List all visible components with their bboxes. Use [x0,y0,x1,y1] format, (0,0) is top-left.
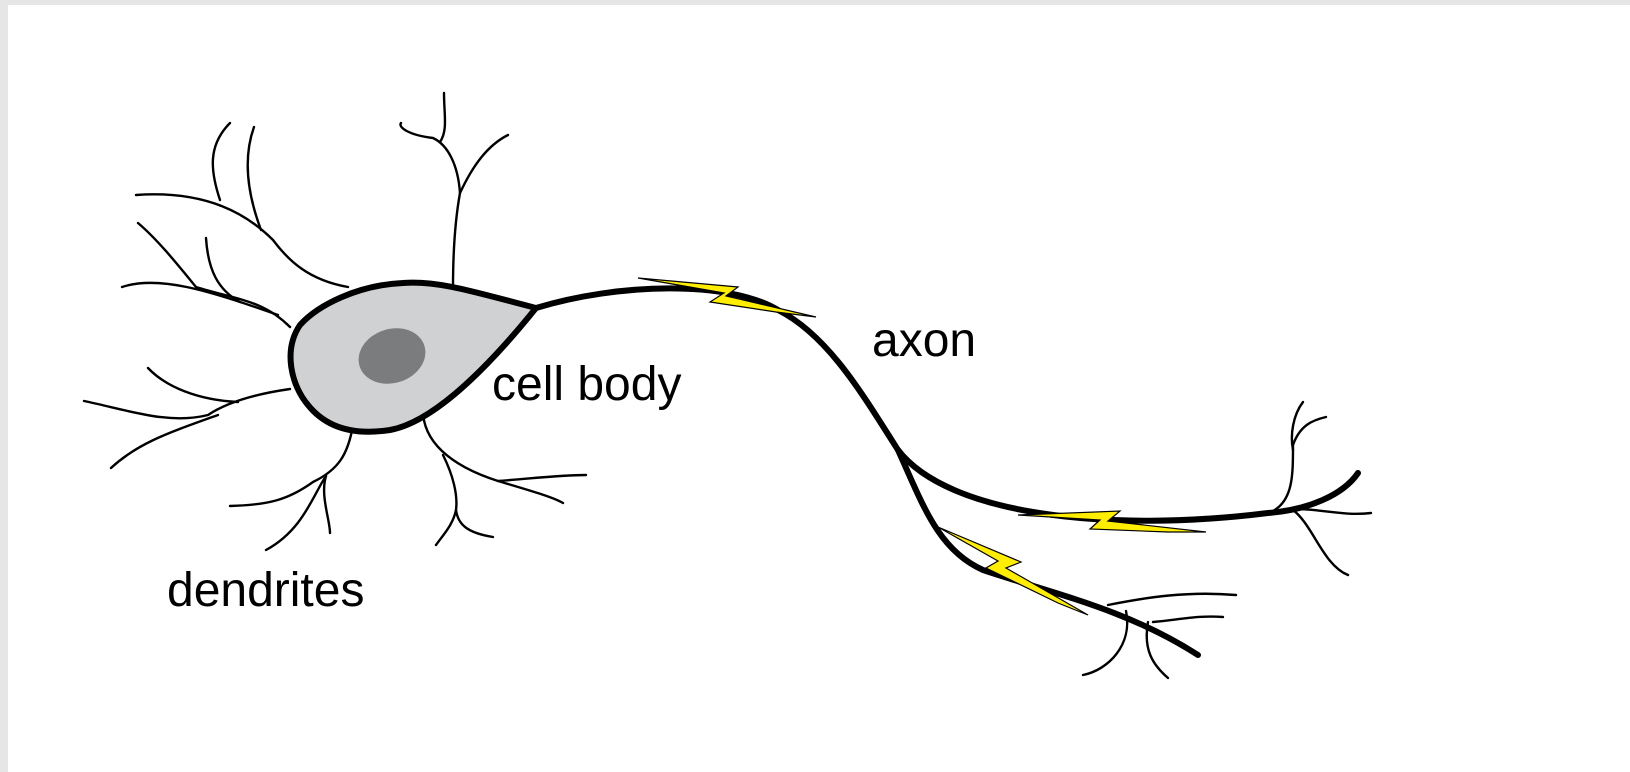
axon-terminal-branch [1153,617,1223,622]
axon-terminal-branch [1273,417,1326,511]
axon-terminal-branch [1108,594,1236,605]
dendrite-branch [440,93,445,142]
dendrite-branch [136,194,348,287]
dendrite-branch [498,475,586,481]
dendrite-branch [400,123,460,288]
dendrite-branch [460,135,508,193]
axon-terminal-branch [1286,509,1371,514]
lightning-bolt-icon [938,527,1088,615]
dendrite-branch [456,510,493,537]
dendrite-branch [230,425,353,506]
dendrite-branch [111,415,218,468]
neuron-diagram-canvas: cell body axon dendrites [8,5,1630,772]
dendrite-branch [436,455,456,545]
dendrite-branch [248,127,261,230]
dendrite-branch [266,476,326,550]
axon-terminal-branch [1293,510,1348,575]
axon-collateral [898,450,1198,655]
neuron-diagram [8,5,1630,772]
dendrite-branch [324,476,330,533]
axon-label: axon [872,317,976,365]
dendrite-branch [148,368,238,402]
lightning-bolt-icon [638,278,816,317]
dendrites-label: dendrites [167,567,364,615]
cell-body-label: cell body [492,361,681,409]
dendrite-branch [213,123,230,200]
axon-terminal-branch [1083,611,1127,675]
